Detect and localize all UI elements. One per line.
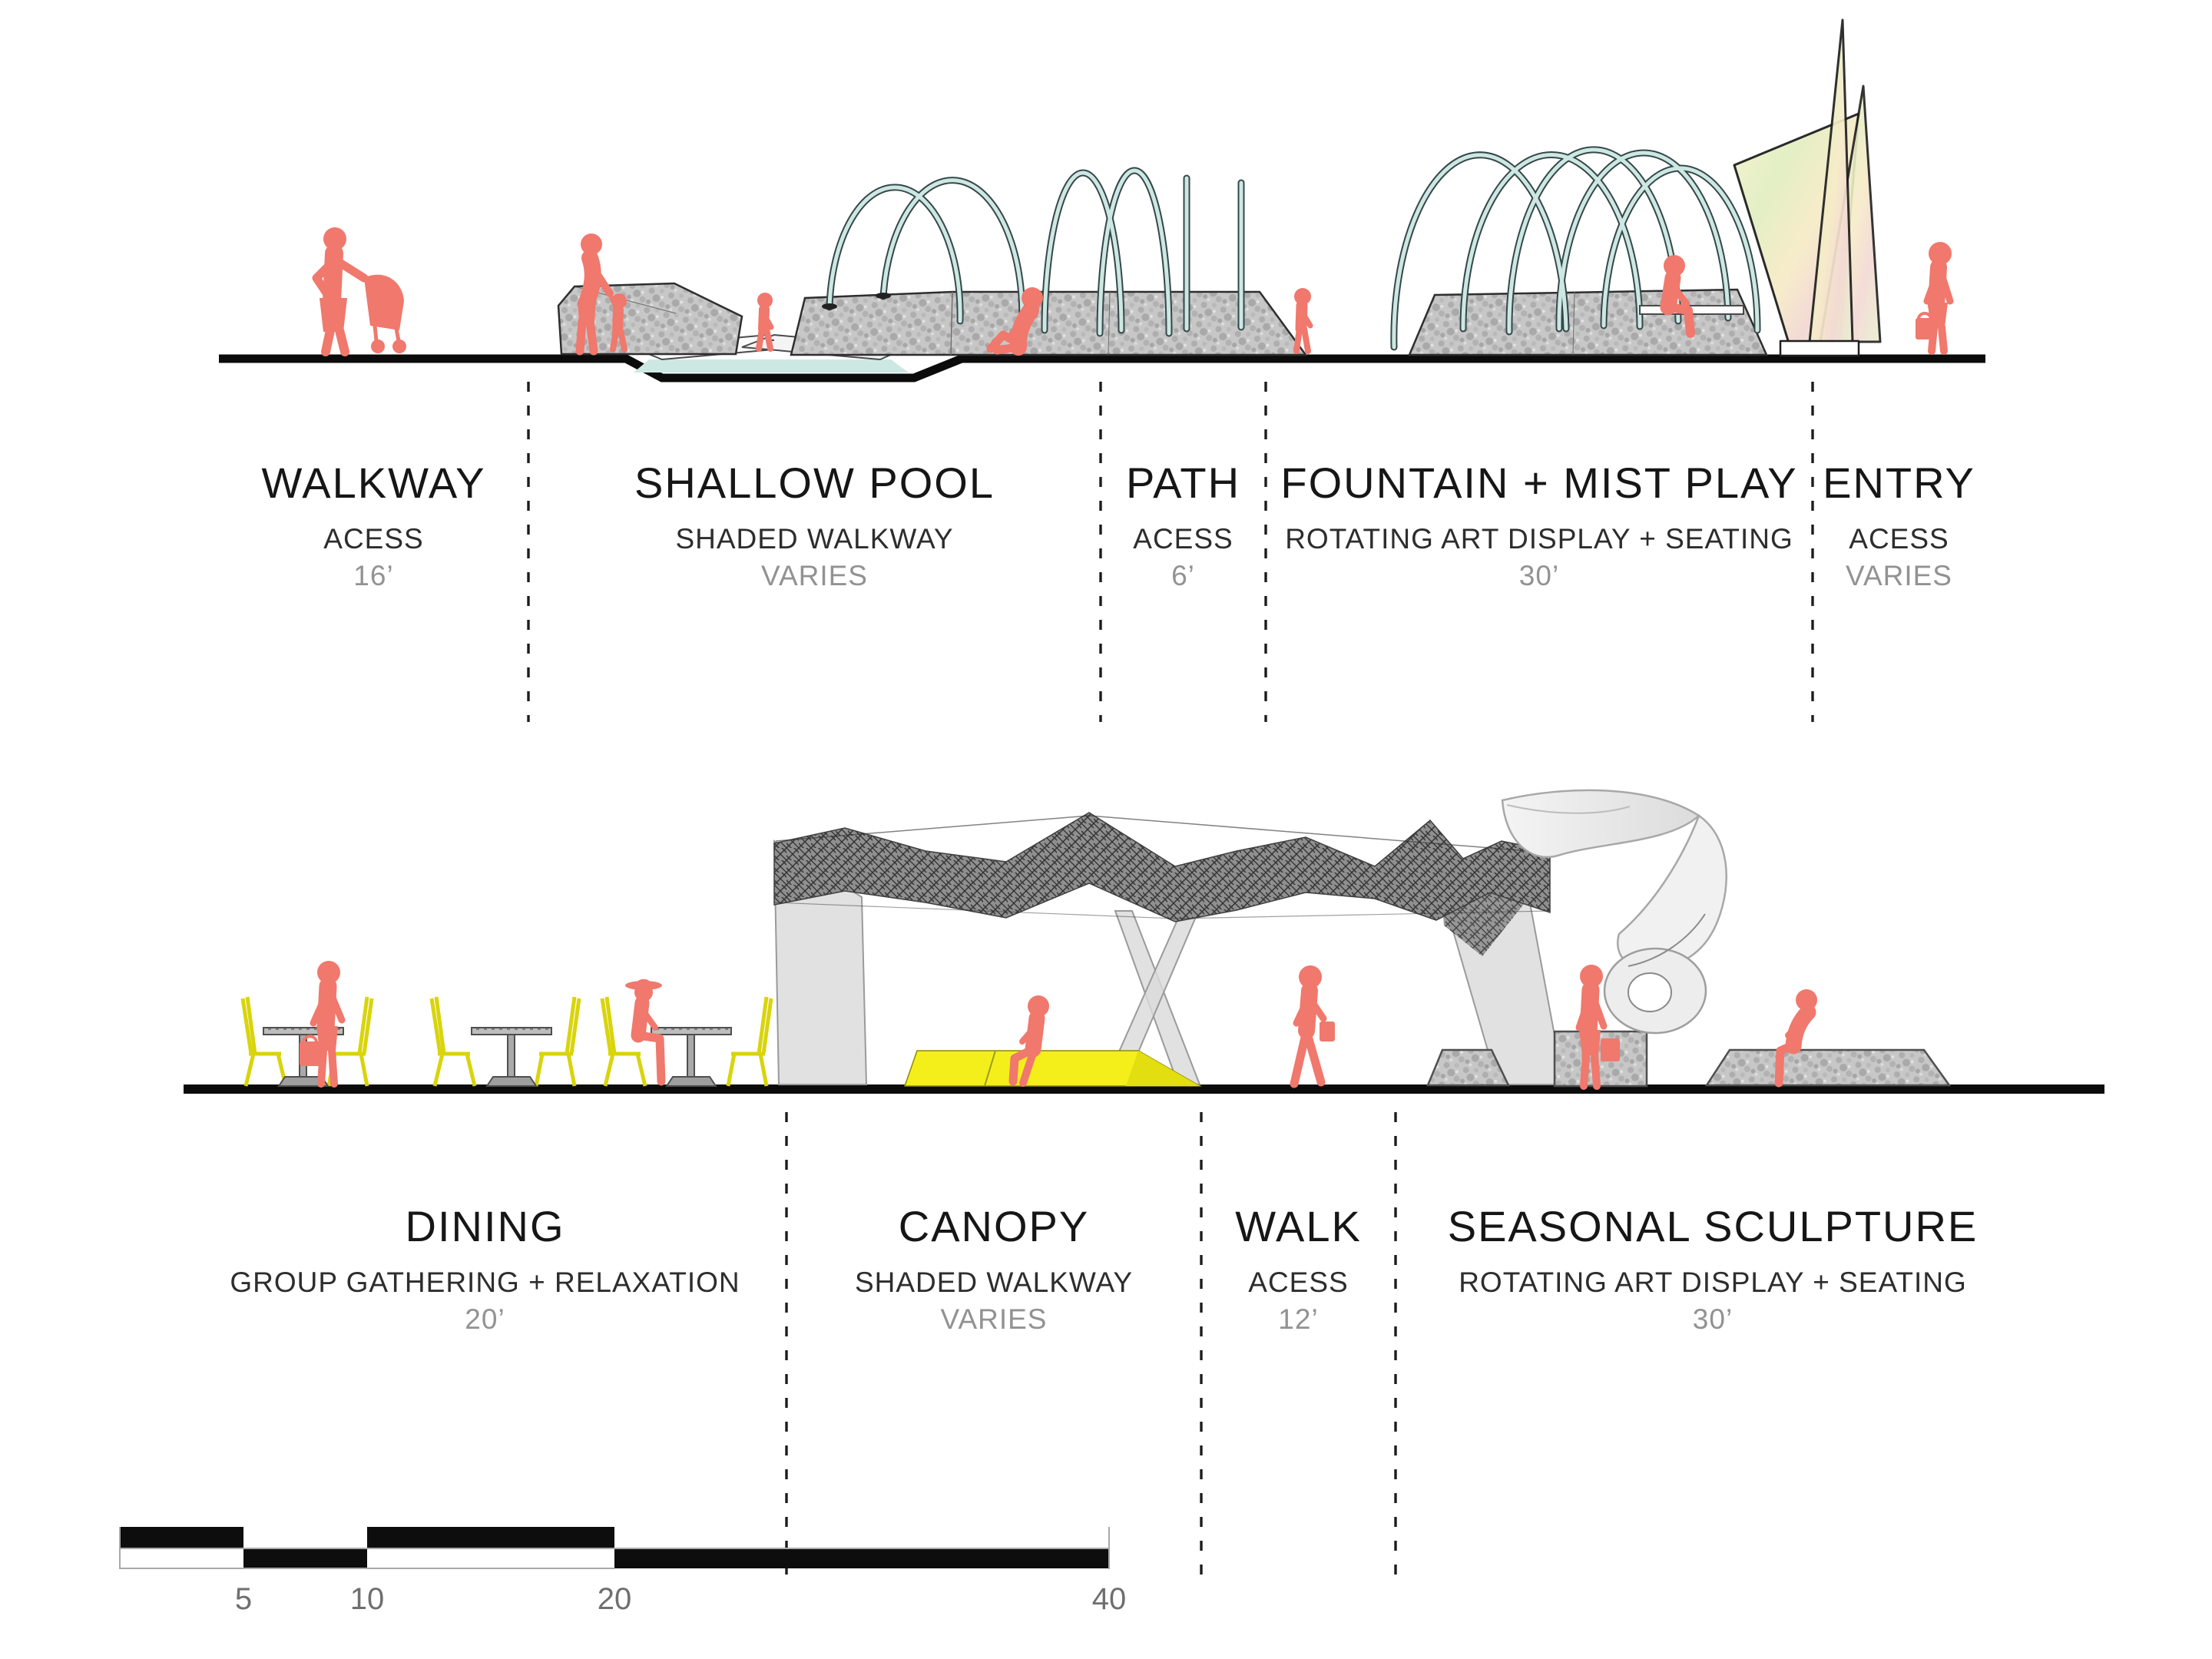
- zone-dimension: VARIES: [1846, 560, 1952, 592]
- zone-dimension: 6’: [1171, 560, 1195, 592]
- zone-label-seasonal-sculpture: SEASONAL SCULPTURE ROTATING ART DISPLAY …: [1396, 1204, 2030, 1336]
- zone-subtitle: ACESS: [1849, 522, 1949, 555]
- zone-title: DINING: [405, 1202, 565, 1250]
- top-zone-dividers: [527, 382, 1814, 722]
- person-with-stroller: [312, 227, 406, 356]
- scale-number: 40: [1091, 1582, 1127, 1616]
- fountain-platform: [790, 290, 1308, 356]
- sculpture-visitor: [1575, 965, 1620, 1090]
- bottom-figures: [300, 961, 1817, 1090]
- zone-subtitle: SHADED WALKWAY: [675, 522, 954, 555]
- zone-label-canopy: CANOPY SHADED WALKWAY VARIES: [786, 1204, 1201, 1336]
- scale-bar-tick: [1108, 1527, 1110, 1569]
- mist-play-arcs: [1390, 146, 1761, 351]
- zone-dimension: 16’: [353, 560, 394, 592]
- zone-dimension: VARIES: [940, 1303, 1048, 1336]
- zone-subtitle: ACESS: [1133, 522, 1233, 555]
- adult-with-child: [575, 233, 628, 356]
- scale-segment: [243, 1548, 367, 1568]
- zone-title: SHALLOW POOL: [634, 459, 995, 507]
- zone-label-walk: WALK ACESS 12’: [1201, 1204, 1396, 1336]
- zone-dimension: 12’: [1278, 1303, 1319, 1336]
- top-ground-line: [219, 354, 1985, 382]
- scale-bar-tick: [119, 1527, 121, 1569]
- canopy-mesh-band: [773, 812, 1551, 922]
- zone-label-dining: DINING GROUP GATHERING + RELAXATION 20’: [184, 1204, 786, 1336]
- walking-woman: [1290, 965, 1335, 1088]
- zone-subtitle: ROTATING ART DISPLAY + SEATING: [1459, 1266, 1967, 1298]
- scale-segment: [120, 1527, 243, 1548]
- seated-diner-with-hat: [625, 979, 666, 1086]
- canopy-sitter: [1008, 995, 1049, 1087]
- top-section-drawing: [219, 18, 1985, 722]
- zone-title: SEASONAL SCULPTURE: [1447, 1202, 1979, 1250]
- bench-sitter: [1660, 255, 1695, 338]
- scale-bar-line: [120, 1548, 1109, 1549]
- scale-segment: [614, 1548, 1109, 1568]
- zone-subtitle: ACESS: [323, 522, 424, 555]
- child-2: [1293, 288, 1313, 354]
- fountain-arcs: [822, 167, 1245, 337]
- standing-diner: [300, 961, 346, 1088]
- shopper-with-bag: [1916, 242, 1954, 355]
- stone-planter: [557, 282, 743, 356]
- zone-dimension: 30’: [1692, 1303, 1734, 1336]
- scale-number: 20: [597, 1582, 632, 1616]
- zone-subtitle: ACESS: [1248, 1266, 1349, 1298]
- zone-subtitle: SHADED WALKWAY: [854, 1266, 1134, 1298]
- zone-dimension: 30’: [1518, 560, 1560, 592]
- scale-bar-line: [120, 1568, 614, 1569]
- bottom-zone-dividers: [785, 1112, 1397, 1584]
- scale-segment: [367, 1527, 614, 1548]
- yellow-deck: [903, 1050, 1202, 1087]
- zone-title: PATH: [1125, 459, 1241, 507]
- zone-title: FOUNTAIN + MIST PLAY: [1280, 459, 1798, 507]
- zone-label-entry: ENTRY ACESS VARIES: [1759, 459, 2039, 593]
- scale-number: 10: [349, 1582, 385, 1616]
- zone-label-fountain: FOUNTAIN + MIST PLAY ROTATING ART DISPLA…: [1266, 459, 1813, 593]
- zone-label-shallow-pool: SHALLOW POOL SHADED WALKWAY VARIES: [528, 459, 1101, 593]
- infinity-sculpture: [1501, 789, 1727, 1035]
- zone-label-path: PATH ACESS 6’: [1101, 459, 1266, 593]
- zone-title: WALK: [1235, 1202, 1362, 1250]
- zone-dimension: 20’: [465, 1303, 505, 1336]
- top-figures: [312, 227, 1954, 356]
- cafe-tables: [240, 996, 773, 1087]
- zone-subtitle: GROUP GATHERING + RELAXATION: [230, 1266, 740, 1298]
- zone-title: WALKWAY: [261, 459, 486, 507]
- zone-subtitle: ROTATING ART DISPLAY + SEATING: [1285, 522, 1793, 555]
- iridescent-entry-sculpture: [1733, 18, 1882, 357]
- zone-title: ENTRY: [1823, 459, 1975, 507]
- sitting-person: [986, 287, 1043, 356]
- zone-dimension: VARIES: [761, 560, 868, 592]
- child: [756, 293, 774, 352]
- zone-label-walkway: WALKWAY ACESS 16’: [219, 459, 528, 593]
- scale-number: 5: [234, 1582, 253, 1616]
- zone-title: CANOPY: [898, 1202, 1090, 1250]
- yellow-chairs: [240, 996, 773, 1087]
- bottom-section-drawing: [184, 789, 2104, 1584]
- seated-phone-reader: [1774, 989, 1817, 1088]
